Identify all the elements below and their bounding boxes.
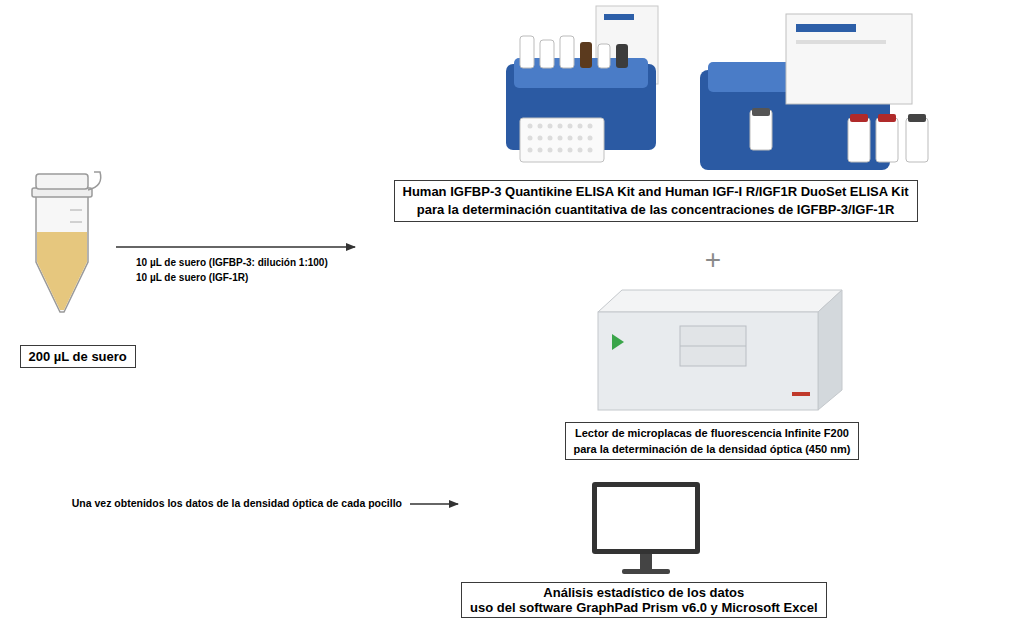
box-heading: 200 µL de suero	[29, 348, 127, 365]
plus-sign: +	[705, 244, 721, 276]
flow-arrow	[410, 503, 458, 505]
microtube-illustration	[32, 172, 101, 312]
elisa-kit-illustration	[700, 14, 928, 170]
box-text: para la determinación cuantitativa de la…	[403, 201, 909, 219]
microplate-reader-illustration	[598, 290, 842, 410]
box-text: para la determinación de la densidad ópt…	[574, 441, 851, 457]
volume-label: 10 µL de suero (IGF-1R)	[136, 272, 248, 283]
volume-label: 10 µL de suero (IGFBP-3: dilución 1:100)	[136, 257, 328, 268]
process-box: Human IGFBP-3 Quantikine ELISA Kit and H…	[394, 180, 918, 222]
process-box: Análisis estadístico de los datosuso del…	[461, 582, 827, 618]
process-box: Lector de microplacas de fluorescencia I…	[565, 422, 860, 460]
elisa-kit-illustration	[506, 6, 658, 162]
sample-box: 200 µL de suero	[20, 345, 136, 368]
step-note: Una vez obtenidos los datos de la densid…	[72, 497, 402, 509]
box-heading: Human IGFBP-3 Quantikine ELISA Kit and H…	[403, 183, 909, 201]
box-heading: Análisis estadístico de los datos	[470, 585, 818, 600]
computer-monitor-illustration	[592, 482, 700, 574]
box-heading: Lector de microplacas de fluorescencia I…	[574, 425, 851, 441]
box-text: uso del software GraphPad Prism v6.0 y M…	[470, 600, 818, 615]
flow-arrow	[116, 246, 355, 248]
